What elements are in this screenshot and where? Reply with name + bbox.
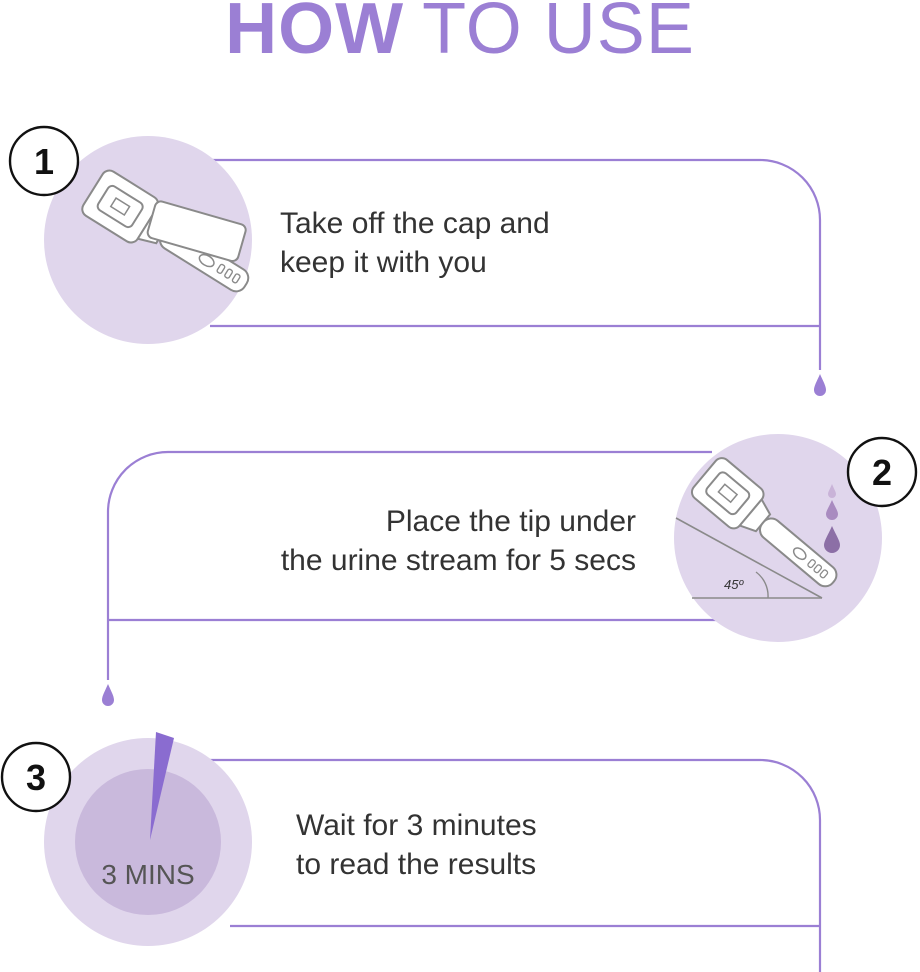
timer-label: 3 MINS xyxy=(101,859,194,890)
step-1-text: Take off the cap and keep it with you xyxy=(280,204,550,282)
step-number: 1 xyxy=(34,141,54,182)
connector-line-step-3 xyxy=(210,758,822,972)
step-1-illustration xyxy=(44,136,252,344)
angle-label: 45º xyxy=(724,577,744,592)
connector-line-step-2 xyxy=(106,450,716,680)
step-badge-1: 1 xyxy=(8,125,80,197)
step-3-line-2: to read the results xyxy=(296,848,537,881)
drop-icon xyxy=(828,484,836,498)
drop-icon xyxy=(826,500,838,520)
drop-icon xyxy=(824,526,840,553)
step-2-line-1: Place the tip under xyxy=(385,505,636,538)
connector-line-step-1 xyxy=(210,158,822,370)
step-3-text: Wait for 3 minutes to read the results xyxy=(296,806,537,884)
step-badge-3: 3 xyxy=(0,741,72,813)
drop-icon xyxy=(814,374,826,396)
step-badge-2: 2 xyxy=(846,436,918,508)
timer-hand xyxy=(150,732,174,840)
step-3-line-1: Wait for 3 minutes xyxy=(296,809,537,842)
step-2-line-2: the urine stream for 5 secs xyxy=(280,544,636,577)
step-number: 2 xyxy=(872,452,892,493)
step-2-illustration: 45º xyxy=(674,434,882,642)
step-2-text: Place the tip under the urine stream for… xyxy=(281,502,636,580)
step-number: 3 xyxy=(26,757,46,798)
drop-icon xyxy=(102,684,114,706)
step-1-line-1: Take off the cap and xyxy=(280,207,550,240)
step-3-illustration: 3 MINS xyxy=(44,732,252,946)
step-1-line-2: keep it with you xyxy=(280,246,487,279)
